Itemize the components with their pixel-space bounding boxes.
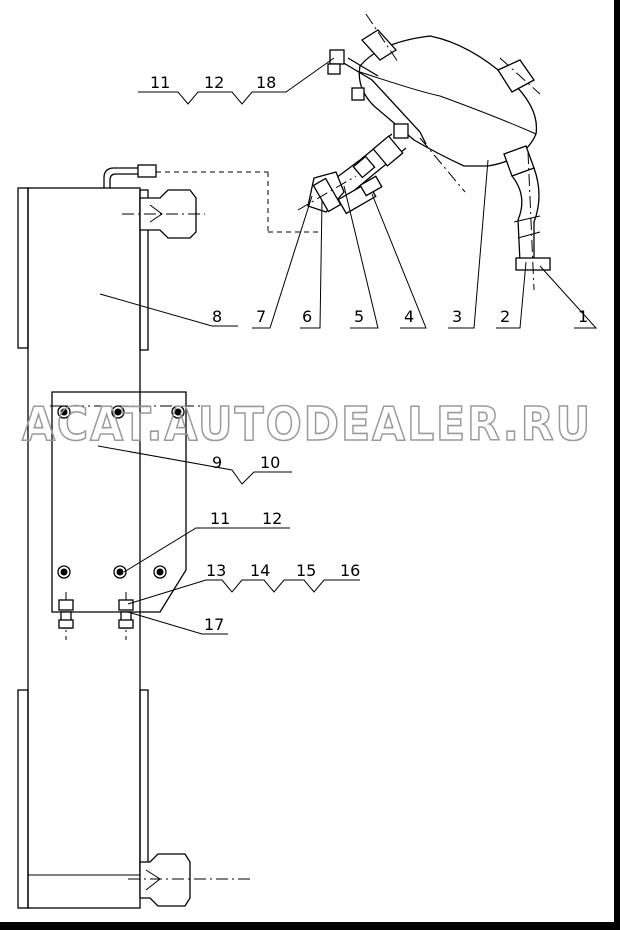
callout-16: 16 <box>340 561 360 580</box>
callout-1: 1 <box>578 307 588 326</box>
callout-3: 3 <box>452 307 462 326</box>
callout-11-top: 11 <box>150 73 170 92</box>
callout-7: 7 <box>256 307 266 326</box>
callout-11-bottom: 11 <box>210 509 230 528</box>
callout-labels: 11 12 18 8 7 6 5 4 3 2 1 9 10 11 12 13 1… <box>150 73 588 634</box>
callout-12-bottom: 12 <box>262 509 282 528</box>
watermark-text: ACAT.AUTODEALER.RU <box>22 397 592 451</box>
callout-14: 14 <box>250 561 270 580</box>
callout-8: 8 <box>212 307 222 326</box>
callout-2: 2 <box>500 307 510 326</box>
callout-6: 6 <box>302 307 312 326</box>
mounting-bracket <box>50 391 200 640</box>
callout-10: 10 <box>260 453 280 472</box>
callout-15: 15 <box>296 561 316 580</box>
callout-13: 13 <box>206 561 226 580</box>
callout-18: 18 <box>256 73 276 92</box>
callout-12-top: 12 <box>204 73 224 92</box>
hoses-and-clamps <box>297 133 551 291</box>
callout-17: 17 <box>204 615 224 634</box>
callout-4: 4 <box>404 307 414 326</box>
callout-leaders <box>97 57 598 635</box>
callout-9: 9 <box>212 453 222 472</box>
expansion-tank <box>327 13 541 193</box>
radiator <box>17 164 318 909</box>
callout-5: 5 <box>354 307 364 326</box>
